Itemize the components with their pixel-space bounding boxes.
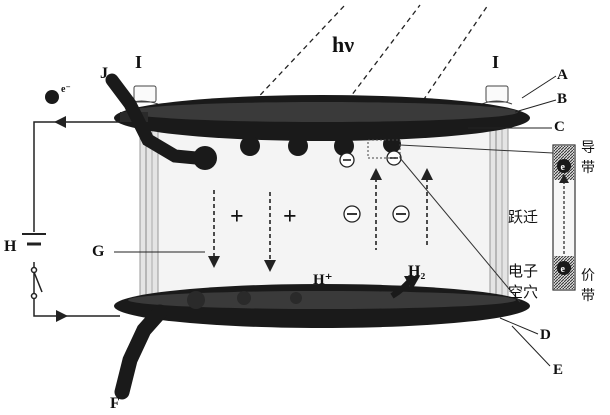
- switch-icon: [30, 266, 43, 300]
- transition-label: 跃迁: [508, 208, 538, 226]
- valence-band-label-2: 带: [581, 288, 595, 304]
- top-electrode-particles: [240, 135, 401, 156]
- light-ray-2: [341, 4, 421, 109]
- light-ray-3: [417, 4, 489, 109]
- cell-body: [145, 112, 505, 307]
- label-H: H: [4, 238, 17, 255]
- band-electron-top: e: [557, 159, 571, 173]
- h-plus-label: H⁺: [313, 272, 333, 288]
- hole-plus-1: +: [230, 204, 244, 230]
- light-rays: [247, 4, 489, 109]
- middle-electrons: [343, 205, 410, 223]
- up-arrows: [375, 178, 428, 250]
- conduction-band-label-1: 导: [581, 140, 595, 156]
- label-A: A: [557, 67, 568, 83]
- down-arrows: [213, 190, 271, 262]
- leader-E: [511, 325, 551, 367]
- rod-F: [114, 304, 168, 400]
- label-J: J: [100, 65, 108, 82]
- battery-icon: [22, 233, 46, 246]
- h2-label: H₂: [408, 263, 425, 280]
- transition-arrow-head: [559, 174, 569, 183]
- valence-band-label-1: 价: [581, 268, 595, 284]
- light-label: hν: [332, 32, 354, 57]
- label-B: B: [557, 91, 567, 107]
- svg-text:e: e: [561, 264, 566, 275]
- rod-J-tip: [193, 146, 217, 170]
- left-clamp: [127, 85, 159, 105]
- electron-label: 电子: [508, 262, 538, 280]
- rod-J: [105, 73, 203, 165]
- label-F: F: [110, 395, 120, 412]
- light-ray-1: [247, 4, 346, 109]
- label-I-left: I: [135, 52, 142, 72]
- top-electrode-highlight: [126, 102, 518, 122]
- hole-plus-2: +: [283, 204, 297, 230]
- electron-dot-label: e⁻: [61, 84, 71, 95]
- band-diagram: e e: [552, 144, 576, 291]
- zoom-box: [367, 139, 401, 159]
- svg-text:e: e: [561, 162, 566, 173]
- label-G: G: [92, 243, 105, 260]
- circuit-arrows: [54, 116, 68, 322]
- label-C: C: [554, 119, 565, 135]
- hole-label: 空穴: [508, 283, 538, 301]
- external-circuit: [33, 121, 120, 317]
- bottom-electrode-particles: [187, 291, 302, 309]
- down-arrow-heads: [208, 256, 276, 272]
- right-clamp: [481, 85, 513, 105]
- bottom-electrode-highlight: [128, 291, 516, 309]
- h2-arrow-head: [404, 276, 420, 290]
- zoom-leader-bottom: [399, 157, 521, 303]
- label-E: E: [553, 362, 563, 378]
- leader-A: [521, 75, 557, 99]
- leader-B: [514, 99, 557, 113]
- zoom-leader-top: [399, 144, 554, 154]
- up-arrow-heads: [370, 168, 433, 180]
- leader-D: [499, 317, 539, 335]
- label-D: D: [540, 327, 551, 343]
- conduction-band-label-2: 带: [581, 160, 595, 176]
- electron-dot: [45, 90, 59, 104]
- band-electron-bottom: e: [557, 261, 571, 275]
- label-I-right: I: [492, 52, 499, 72]
